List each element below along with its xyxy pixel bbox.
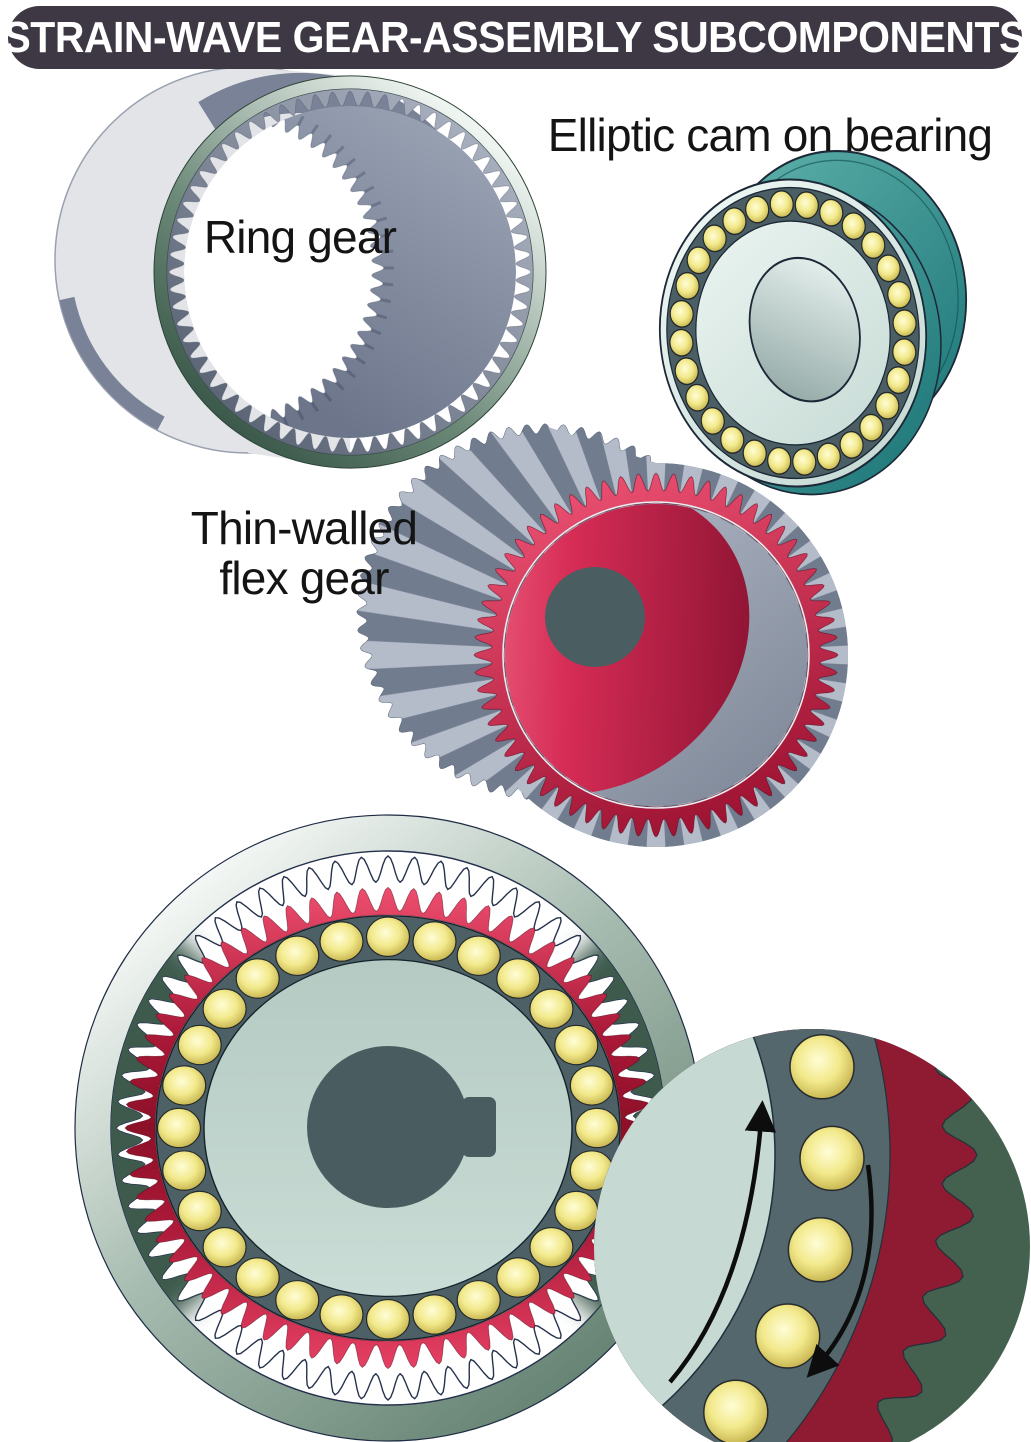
ring-gear-illustration <box>54 66 547 469</box>
bearing-ball <box>819 198 844 227</box>
assembly-bearing-ball <box>177 1190 222 1232</box>
mesh-detail-inset <box>594 1029 1030 1442</box>
bearing-ball <box>886 366 911 395</box>
bearing-ball <box>794 191 819 220</box>
assembled-gear-illustration <box>74 814 702 1442</box>
assembly-bearing-ball <box>177 1024 222 1066</box>
cam-rotation-arrow-icon <box>668 1100 777 1384</box>
bearing-ball <box>769 190 794 219</box>
assembly-bearing-ball <box>529 1227 574 1268</box>
assembly-bearing-ball <box>235 1257 280 1298</box>
assembly-bearing-ball <box>496 1257 541 1298</box>
assembly-bearing-ball <box>162 1150 207 1191</box>
bearing-ball <box>816 442 841 471</box>
inset-bearing-ball <box>787 1217 854 1283</box>
assembly-bearing-ball <box>275 1280 320 1321</box>
assembly-bearing-ball <box>554 1190 599 1232</box>
bearing-ball <box>792 447 817 476</box>
assembly-bearing-ball <box>554 1024 599 1066</box>
label-flex-gear: Thin-walled flex gear <box>190 502 418 604</box>
bearing-ball <box>675 271 700 300</box>
assembly-bearing-ball <box>202 1227 247 1268</box>
cam-bore-hole <box>748 256 861 403</box>
assembly-bearing-ball <box>496 958 541 999</box>
bearing-ball <box>669 299 694 328</box>
assembly-bearing-ball <box>275 935 320 976</box>
assembly-bearing-ball <box>319 1294 364 1335</box>
bearing-ball <box>892 309 917 338</box>
bearing-ball <box>686 246 711 275</box>
bearing-ball <box>859 413 884 442</box>
bearing-ball <box>720 425 745 454</box>
bearing-ball <box>887 280 912 309</box>
assembly-bearing-ball <box>574 1107 620 1149</box>
elliptic-cam-bearing-illustration <box>658 149 968 496</box>
bearing-ball <box>685 383 710 412</box>
bearing-ball <box>742 439 767 468</box>
assembly-bearing-ball <box>412 921 457 962</box>
bearing-ball <box>767 446 792 475</box>
bearing-ball <box>745 195 770 224</box>
assembly-keyed-hub <box>307 1046 469 1208</box>
bearing-ball <box>700 406 725 435</box>
bearing-ball <box>892 338 917 367</box>
flex-gear-toothed-rim <box>473 472 839 838</box>
label-flex-gear-line1: Thin-walled <box>190 502 418 554</box>
assembly-bearing-ball <box>365 1299 411 1340</box>
assembly-bearing-ball <box>319 921 364 962</box>
flex-gear-hub <box>545 567 645 667</box>
inset-bearing-ball <box>799 1125 865 1192</box>
bearing-ball <box>876 254 901 283</box>
inset-bearing-ball <box>789 1034 855 1100</box>
assembly-flex-gear-teeth <box>124 886 652 1370</box>
inset-cam-zone <box>594 1029 776 1442</box>
bearing-ball <box>722 207 747 236</box>
bearing-ball <box>702 224 727 253</box>
label-elliptic-cam: Elliptic cam on bearing <box>547 109 993 161</box>
assembly-bearing-ball <box>456 935 501 976</box>
bearing-ball <box>875 391 900 420</box>
title-banner: STRAIN-WAVE GEAR-ASSEMBLY SUBCOMPONENTS <box>4 6 1027 69</box>
assembly-bearing-ball <box>202 988 247 1029</box>
assembly-bearing-ball <box>569 1065 614 1106</box>
bearing-ball <box>674 357 699 386</box>
label-ring-gear: Ring gear <box>203 211 397 263</box>
assembly-bearing-ball <box>156 1107 202 1149</box>
label-flex-gear-line2: flex gear <box>219 552 389 604</box>
assembly-bearing-ball <box>412 1294 457 1335</box>
inset-bearing-ball <box>703 1379 769 1442</box>
bearing-ball <box>669 328 694 357</box>
title-text: STRAIN-WAVE GEAR-ASSEMBLY SUBCOMPONENTS <box>3 12 1027 62</box>
flex-rotation-arrow-icon <box>806 1164 874 1378</box>
bearing-ball <box>839 430 864 459</box>
ring-gear-internal-teeth <box>166 88 534 456</box>
assembly-bearing-ball <box>529 988 574 1029</box>
bearing-ball <box>861 231 886 260</box>
assembly-bearing-ball <box>365 916 411 957</box>
inset-bearing-ball <box>754 1303 821 1369</box>
bearing-ball <box>841 212 866 241</box>
assembly-bearing-ball <box>162 1065 207 1106</box>
assembly-bearing-ball <box>235 958 280 999</box>
assembly-bearing-ball <box>456 1280 501 1321</box>
